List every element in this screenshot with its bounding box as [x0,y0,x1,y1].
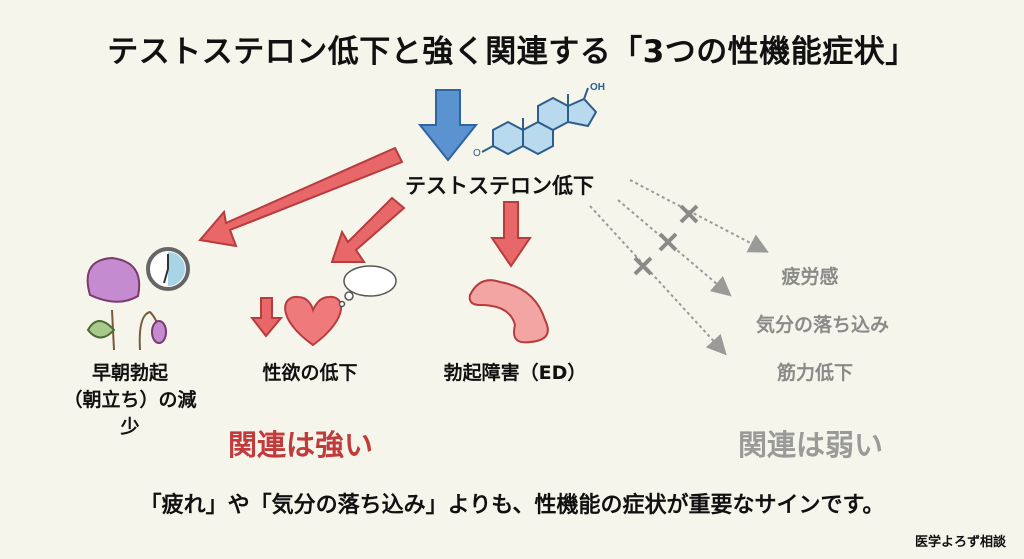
symptom-libido: 性欲の低下 [262,362,358,384]
cross-icon [633,204,699,276]
ed-icon [468,279,549,344]
center-label: テストステロン低下 [405,174,594,198]
testosterone-molecule-icon [481,87,598,156]
credit: 医学よろず相談 [914,535,1006,550]
weak-symptom-muscle: 筋力低下 [776,362,853,384]
heart-icon [284,295,342,347]
weak-symptom-fatigue: 疲労感 [781,266,839,288]
svg-text:OH: OH [590,82,605,93]
footer-message: 「疲れ」や「気分の落ち込み」よりも、性機能の症状が重要なサインです。 [139,493,885,518]
clock-icon [146,247,190,291]
weak-symptom-mood: 気分の落ち込み [755,314,889,336]
page-title: テストステロン低下と強く関連する「3つの性機能症状」 [107,34,917,70]
symptom-morning-erection: 早朝勃起 （朝立ち）の減少 [63,362,197,438]
symptom-ed: 勃起障害（ED） [443,362,587,384]
svg-text:O: O [473,148,481,159]
weak-dotted-arrows [589,179,769,356]
blue-down-arrow-icon [417,89,479,162]
morning-glory-icon [86,256,167,351]
weak-association-label: 関連は弱い [738,428,884,462]
thought-cloud-icon [338,265,397,308]
down-arrow-icon [249,297,284,338]
red-arrows [198,146,532,268]
strong-association-label: 関連は強い [228,428,374,462]
